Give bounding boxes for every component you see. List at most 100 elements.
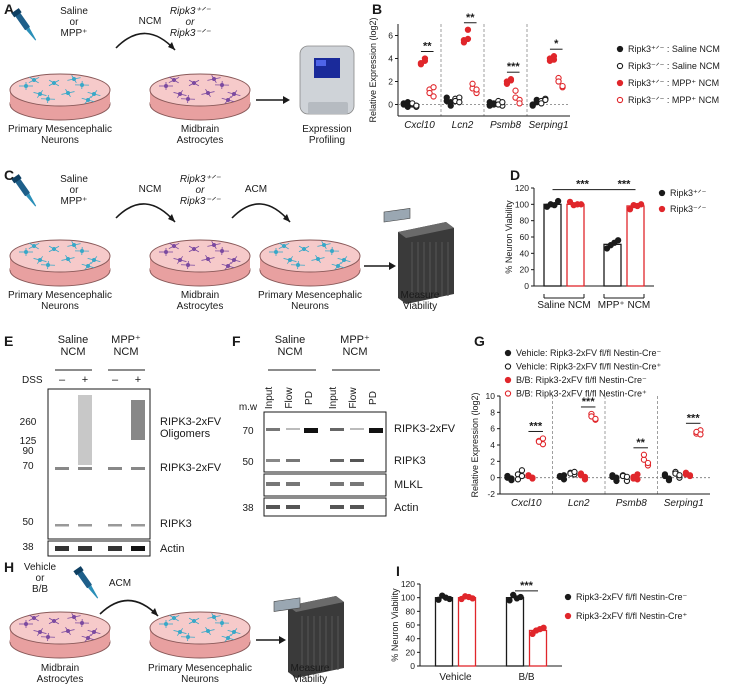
- data-point: [539, 435, 547, 442]
- cell-body: [302, 247, 306, 251]
- cell-body: [66, 257, 70, 261]
- mw-title-line: m.w: [239, 402, 258, 413]
- panel-letter-c-line: C: [4, 167, 14, 183]
- genotype-label-line: Ripk3⁻ᐟ⁻: [180, 196, 221, 207]
- data-point: [435, 596, 442, 603]
- data-point: [581, 473, 589, 480]
- y-tick-label: 80: [520, 216, 530, 226]
- legend-label: Vehicle: Ripk3-2xFV fl/fl Nestin-Cre⁺: [516, 362, 662, 372]
- lane-group-mpp: MPP⁺NCM: [111, 334, 141, 358]
- significance-stars: ***: [582, 396, 596, 408]
- expression-profiling-device: [299, 45, 355, 115]
- data-point: [518, 467, 526, 474]
- acm-arrow: [231, 203, 291, 223]
- significance-stars: **: [423, 41, 432, 53]
- data-point: [529, 630, 536, 638]
- significance-stars: **: [636, 437, 645, 449]
- data-point: [686, 472, 694, 479]
- data-point: [614, 237, 622, 244]
- legend-marker: [504, 349, 512, 357]
- ripk3-2xfv-band: [55, 467, 69, 470]
- device-top: [288, 596, 344, 612]
- cell-body: [226, 264, 230, 268]
- legend-label-line: Ripk3⁻ᐟ⁻: [670, 204, 707, 214]
- dss-sign-line: +: [82, 374, 88, 386]
- data-point: [626, 206, 634, 213]
- band-label-ripk3-2xfv-line: RIPK3-2xFV: [394, 423, 456, 435]
- mlkl-band: [286, 482, 300, 486]
- legend-label: Ripk3-2xFV fl/fl Nestin-Cre⁺: [576, 611, 688, 621]
- pipette-body: [77, 570, 92, 589]
- data-point: [499, 99, 506, 106]
- mw-marker: 70: [22, 461, 34, 472]
- data-point: [665, 475, 673, 482]
- cell-body: [80, 83, 84, 87]
- genotype-label-line: Ripk3⁺ᐟ⁻: [170, 6, 211, 17]
- treatment-label-line: Vehicle: [24, 562, 57, 573]
- data-point: [469, 80, 476, 87]
- cell-body: [172, 616, 176, 620]
- band-label-actin-line: Actin: [160, 543, 184, 555]
- cell-body: [46, 97, 50, 101]
- bar: [505, 597, 525, 667]
- lane-label: Input: [328, 387, 339, 409]
- legend-marker: [616, 45, 624, 53]
- mw-marker: 50: [242, 457, 254, 468]
- data-point: [535, 438, 543, 445]
- acm-label-line: ACM: [109, 578, 131, 589]
- mw-marker: 50: [22, 517, 34, 528]
- data-point: [473, 86, 480, 93]
- legend-label: Vehicle: Ripk3-2xFV fl/fl Nestin-Cre⁻: [516, 348, 662, 358]
- device-label-line: Measure: [291, 663, 330, 674]
- ripk3-2xfv-band: [304, 428, 318, 433]
- legend-label: B/B: Ripk3-2xFV fl/fl Nestin-Cre⁺: [516, 389, 647, 399]
- ripk3-2xfv-band: [78, 467, 92, 470]
- legend-marker: [658, 189, 666, 197]
- y-tick-label: 120: [515, 183, 529, 193]
- viability-arrow-head: [279, 636, 286, 644]
- legend-marker: [616, 79, 624, 87]
- data-point: [554, 197, 562, 205]
- legend-label: Ripk3⁻ᐟ⁻: [670, 204, 707, 214]
- data-point: [512, 87, 519, 94]
- device-tray: [383, 208, 411, 223]
- panel-letter-a-line: A: [4, 1, 14, 17]
- panel-letter-h: H: [4, 559, 14, 575]
- cell-body: [164, 250, 168, 254]
- ripk3-band: [55, 524, 69, 527]
- actin-band: [108, 546, 122, 551]
- data-point: [644, 459, 652, 467]
- lane-group-saline-line: NCM: [60, 346, 85, 358]
- legend-label-line: Ripk3-2xFV fl/fl Nestin-Cre⁻: [576, 592, 688, 602]
- cell-body: [192, 81, 196, 85]
- data-point: [555, 78, 562, 85]
- cell-body: [330, 249, 334, 253]
- cell-body: [164, 84, 168, 88]
- lane-label: PD: [368, 391, 379, 405]
- mw-marker-line: 38: [22, 542, 34, 553]
- cell-body: [206, 257, 210, 261]
- legend-label: B/B: Ripk3-2xFV fl/fl Nestin-Cre⁻: [516, 375, 647, 385]
- data-point: [560, 476, 568, 483]
- legend-label: Ripk3⁺ᐟ⁻: [670, 188, 707, 198]
- ncm-arrow: [115, 203, 176, 223]
- category-label: B/B: [518, 672, 534, 683]
- dish-top: [259, 239, 361, 273]
- data-point: [464, 35, 472, 43]
- group-mpp: MPP⁺NCM: [340, 334, 370, 358]
- data-point: [507, 77, 515, 84]
- y-tick-label: 40: [520, 248, 530, 258]
- cell-body: [296, 263, 300, 267]
- pipette-cap: [11, 8, 22, 18]
- data-point: [514, 476, 522, 483]
- treatment-label-line: Saline: [60, 174, 88, 185]
- mw-marker: 125: [20, 436, 37, 447]
